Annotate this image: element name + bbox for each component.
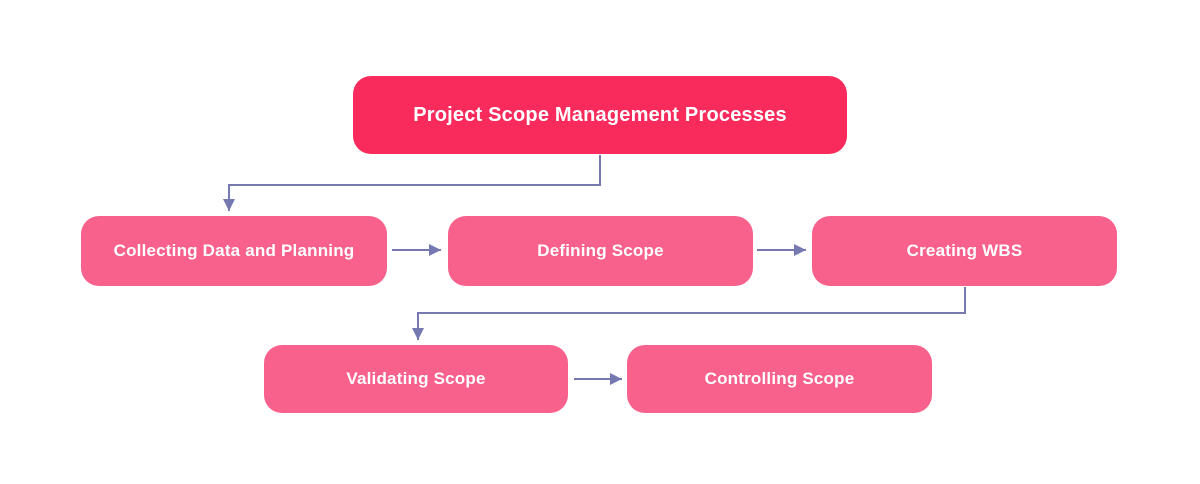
node-label: Creating WBS bbox=[906, 241, 1023, 260]
node-controlling-scope: Controlling Scope bbox=[627, 345, 932, 413]
node-title: Project Scope Management Processes bbox=[353, 76, 847, 154]
node-validating-scope: Validating Scope bbox=[264, 345, 568, 413]
node-label: Validating Scope bbox=[346, 369, 486, 388]
connector-creating-wbs-to-validating bbox=[412, 287, 966, 340]
connector-title-to-collecting bbox=[223, 155, 601, 211]
node-defining-scope: Defining Scope bbox=[448, 216, 753, 286]
node-creating-wbs: Creating WBS bbox=[812, 216, 1117, 286]
node-label: Controlling Scope bbox=[704, 369, 855, 388]
node-title-label: Project Scope Management Processes bbox=[413, 103, 787, 126]
node-label: Collecting Data and Planning bbox=[113, 241, 355, 260]
node-label: Defining Scope bbox=[537, 241, 664, 260]
node-collecting-data-and-planning: Collecting Data and Planning bbox=[81, 216, 387, 286]
